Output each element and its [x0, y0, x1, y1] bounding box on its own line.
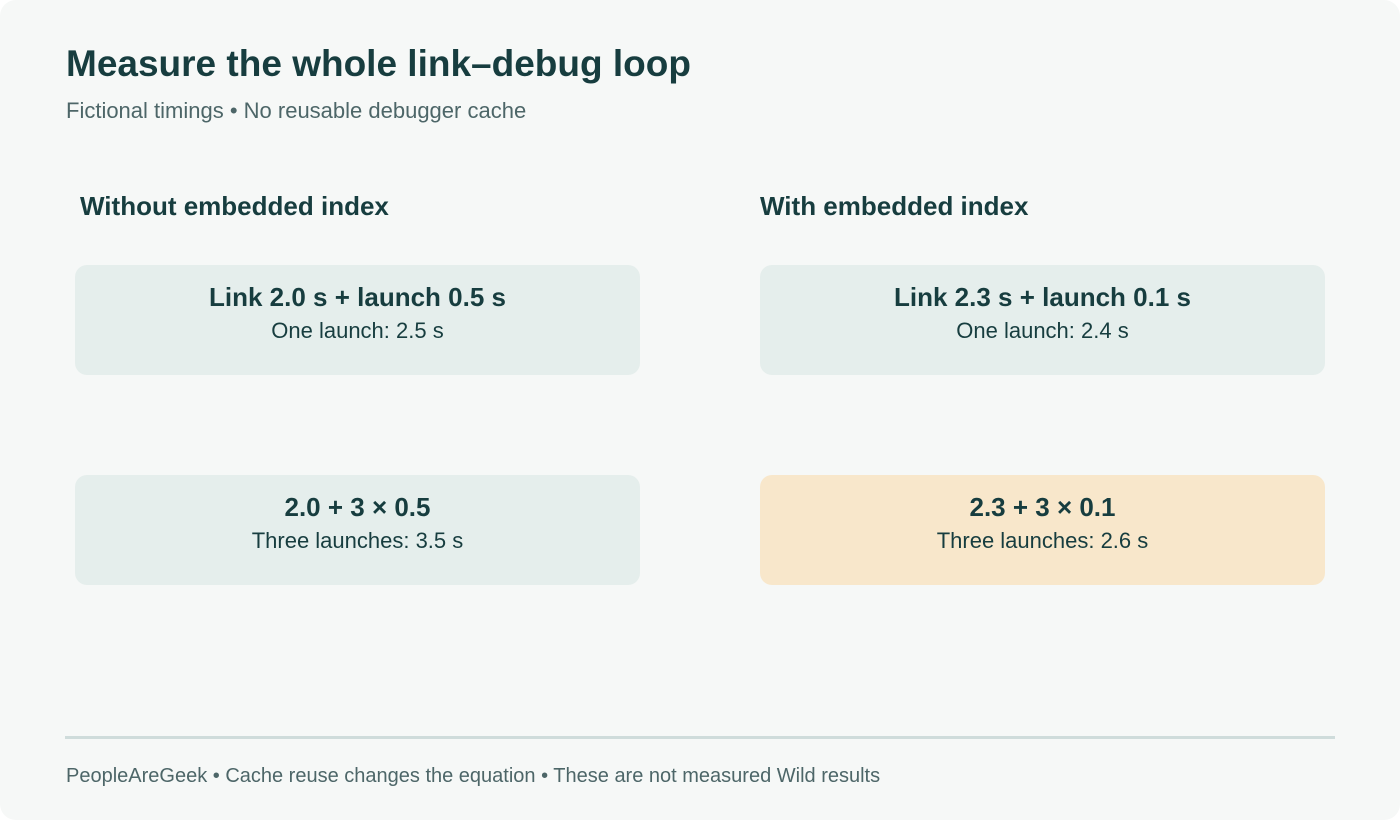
footer-note: PeopleAreGeek • Cache reuse changes the …	[66, 765, 881, 787]
card-formula: 2.0 + 3 × 0.5	[284, 492, 431, 522]
card-result: Three launches: 3.5 s	[251, 528, 464, 553]
card-formula: Link 2.3 s + launch 0.1 s	[894, 282, 1191, 312]
card-without-three-launches: 2.0 + 3 × 0.5 Three launches: 3.5 s	[75, 475, 640, 585]
column-heading-with-index: With embedded index	[760, 191, 1029, 221]
page-title: Measure the whole link–debug loop	[66, 43, 691, 84]
card-result: One launch: 2.5 s	[271, 318, 444, 343]
card-with-three-launches-highlight: 2.3 + 3 × 0.1 Three launches: 2.6 s	[760, 475, 1325, 585]
card-with-one-launch: Link 2.3 s + launch 0.1 s One launch: 2.…	[760, 265, 1325, 375]
column-heading-without-index: Without embedded index	[80, 191, 389, 221]
card-formula: 2.3 + 3 × 0.1	[969, 492, 1116, 522]
card-result: Three launches: 2.6 s	[936, 528, 1149, 553]
card-result: One launch: 2.4 s	[956, 318, 1129, 343]
footer-divider	[65, 736, 1335, 739]
card-without-one-launch: Link 2.0 s + launch 0.5 s One launch: 2.…	[75, 265, 640, 375]
card-formula: Link 2.0 s + launch 0.5 s	[209, 282, 506, 312]
page-subtitle: Fictional timings • No reusable debugger…	[66, 98, 527, 123]
